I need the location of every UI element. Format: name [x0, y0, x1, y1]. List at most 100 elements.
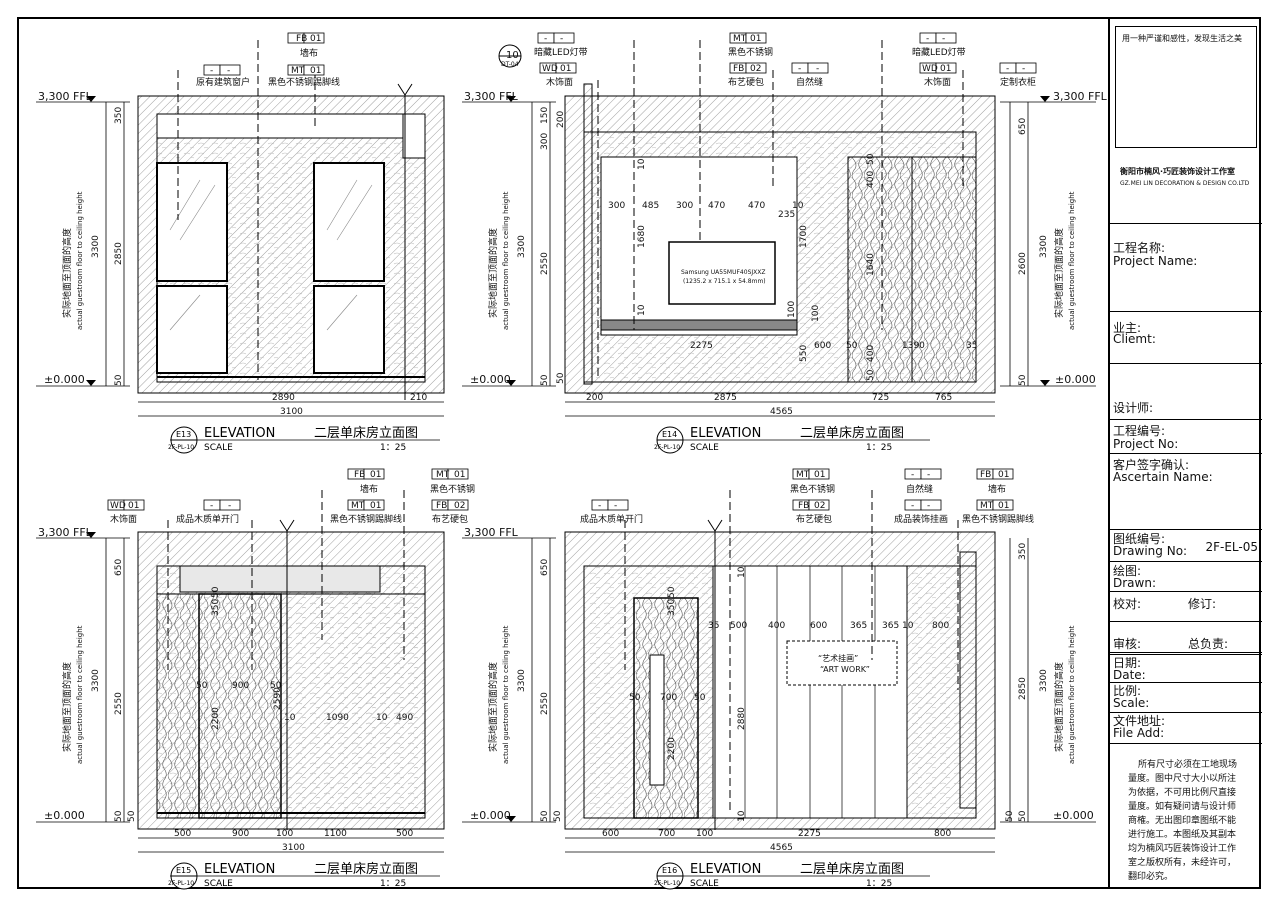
height-note-cn: 实际地面至顶面的高度	[1053, 228, 1065, 318]
dim: 4565	[770, 407, 793, 417]
audit-row: 审核: 总负责:	[1110, 621, 1262, 653]
dim: 365	[850, 621, 867, 631]
slogan: 用一种严谨和感性，发现生活之美	[1122, 34, 1242, 43]
dim: 550	[799, 345, 809, 362]
dim: 800	[932, 621, 949, 631]
dim: 1700	[799, 225, 809, 248]
tag-text: 原有建筑窗户	[196, 76, 250, 88]
dim: 200	[556, 111, 566, 128]
view-sheet-ref: 2F-PL-10	[654, 880, 680, 887]
dim: 35	[708, 621, 719, 631]
dim: 235	[778, 210, 795, 220]
dim: 50	[1005, 810, 1015, 822]
view-tag: E15	[176, 866, 191, 875]
dim: 50	[270, 681, 282, 691]
dim: 600	[814, 341, 831, 351]
dim: 2550	[540, 252, 550, 275]
logo-frame: 用一种严谨和感性，发现生活之美	[1115, 26, 1257, 148]
view-title: 二层单床房立面图	[800, 861, 904, 877]
tag-code: WD	[110, 501, 126, 511]
height-total: 3300	[1039, 235, 1049, 258]
tag-num: 02	[454, 501, 465, 511]
dim: 300	[540, 133, 550, 150]
art-label-cn: “艺术挂画”	[818, 653, 858, 663]
dim: 2590	[273, 687, 283, 710]
dim: 50	[866, 153, 876, 165]
dim: 100	[696, 829, 713, 839]
level-markers	[86, 96, 1050, 822]
level-top: 3,300 FFL	[464, 90, 519, 103]
height-total: 3300	[1039, 669, 1049, 692]
dim: 500	[730, 621, 747, 631]
tag-code: FB	[798, 501, 809, 511]
view-tag: E13	[176, 430, 191, 439]
title-e16: E16 2F-PL-10 ELEVATION SCALE 二层单床房立面图 1：…	[654, 861, 904, 890]
dim: 2880	[737, 707, 747, 730]
tag-text: 木饰面	[924, 76, 951, 88]
callout-ref: DT-04	[501, 61, 519, 68]
tag-text: 墙布	[300, 47, 318, 59]
note-line: 商榷。无出图印章图纸不能	[1128, 816, 1237, 826]
tag-num: -	[816, 64, 819, 74]
client-en: Cliemt:	[1113, 332, 1156, 346]
tag-text: 暗藏LED灯带	[534, 46, 588, 58]
view-sheet-ref: 2F-PL-10	[654, 444, 680, 451]
dim: 400	[768, 621, 785, 631]
tag-num: -	[614, 501, 617, 511]
dim: 2200	[667, 737, 677, 760]
dim: 10	[792, 201, 804, 211]
dim: 50	[196, 681, 208, 691]
tag-code: -	[598, 501, 601, 511]
view-label: ELEVATION	[204, 426, 275, 441]
dim: 700	[658, 829, 675, 839]
tag-code: MT	[796, 470, 810, 480]
level-bottom: ±0.000	[1055, 373, 1096, 386]
audit-label: 审核:	[1113, 637, 1142, 651]
studio-name-cn: 衡阳市楠风·巧匠装饰设计工作室	[1120, 167, 1236, 176]
height-total: 3300	[91, 669, 101, 692]
tag-code: -	[1006, 64, 1009, 74]
dim: 2850	[114, 242, 124, 265]
level-top: 3,300 FFL	[1053, 90, 1108, 103]
tag-num: 02	[750, 64, 761, 74]
drawing-no-cn: 图纸编号:	[1113, 532, 1166, 546]
dim: 300	[676, 201, 693, 211]
dim: 2850	[1018, 677, 1028, 700]
dim: 700	[660, 693, 677, 703]
view-label: ELEVATION	[204, 862, 275, 877]
note-line: 为依据，不可用比例尺直接	[1128, 788, 1237, 798]
tag-text: 黑色不锈钢踢脚线	[268, 76, 340, 88]
dim: 2275	[798, 829, 821, 839]
dim: 50	[114, 810, 124, 822]
tv-model: Samsung UA55MUF40SJXXZ	[681, 269, 765, 276]
view-title: 二层单床房立面图	[800, 425, 904, 441]
tag-code: -	[911, 470, 914, 480]
level-bottom: ±0.000	[44, 373, 85, 386]
dim: 50	[556, 372, 566, 384]
title-e13: E13 2F-PL-10 ELEVATION SCALE 二层单床房立面图 1：…	[168, 425, 418, 454]
dim: 2890	[272, 393, 295, 403]
tag-code: -	[911, 501, 914, 511]
project-name-en: Project Name:	[1113, 254, 1198, 268]
tag-num: 01	[310, 34, 321, 44]
view-titles: E13 2F-PL-10 ELEVATION SCALE 二层单床房立面图 1：…	[168, 425, 904, 890]
tag-text: 成品装饰挂画	[894, 513, 948, 525]
dim: 470	[748, 201, 765, 211]
tag-text: 墙布	[988, 483, 1006, 495]
view-sheet-ref: 2F-PL-10	[168, 880, 194, 887]
tv-size: (1235.2 x 715.1 x 54.8mm)	[683, 278, 766, 285]
title-block: 用一种严谨和感性，发现生活之美 衡阳市楠风·巧匠装饰设计工作室 GZ.MEI L…	[1108, 18, 1262, 888]
height-note-en: actual guestroom floor to ceiling height	[1068, 191, 1076, 330]
dim: 50	[866, 369, 876, 381]
drawn-cn: 绘图:	[1113, 564, 1142, 578]
dim: 50	[629, 693, 641, 703]
tag-num: 01	[370, 501, 381, 511]
check-label: 校对:	[1113, 597, 1142, 611]
elevation-e15	[137, 490, 445, 830]
tag-code: MT	[980, 501, 994, 511]
dim: 10	[284, 713, 296, 723]
dim: 50	[553, 810, 563, 822]
date-en: Date:	[1113, 668, 1146, 682]
tag-code: -	[210, 66, 213, 76]
scale-label: SCALE	[690, 443, 719, 453]
